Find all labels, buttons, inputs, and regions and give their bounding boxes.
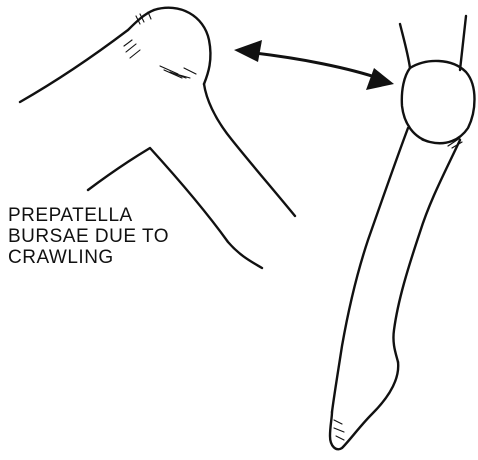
swollen-bursa-outline [154,8,210,84]
caption-line-1: PREPATELLA [8,205,169,226]
double-headed-arrow [234,40,394,90]
toe-detail [334,420,344,440]
caption-line-3: CRAWLING [8,247,169,268]
shin-front-outline [204,84,295,216]
caption: PREPATELLA BURSAE DUE TO CRAWLING [8,205,169,268]
arrow-shaft [246,52,384,80]
caption-line-2: BURSAE DUE TO [8,226,169,247]
shin-right-outline [393,140,460,362]
thigh-left-outline [400,24,410,68]
arrow-head-right [366,68,394,90]
foot-outline [330,362,398,449]
arrow-head-left [234,40,262,62]
swollen-knee-outline [402,61,475,143]
thigh-right-outline [460,16,466,70]
shin-left-outline [332,128,408,412]
straight-leg-drawing [330,16,475,449]
thigh-upper-outline [20,10,154,102]
